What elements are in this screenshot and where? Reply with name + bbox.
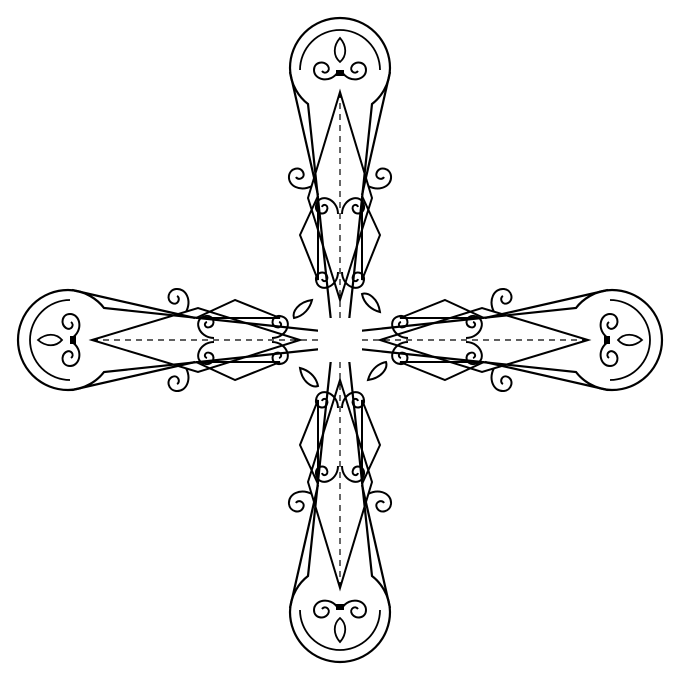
cross-arm-right [338,287,664,393]
cross-arm-top [287,16,393,342]
cross-arm-left [16,287,342,393]
center-hub [318,318,362,362]
cross-arm-bottom [287,338,393,664]
